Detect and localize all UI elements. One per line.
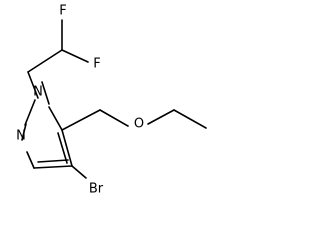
bond-c4-br (71, 165, 87, 179)
bond-c3-c4 (33, 165, 73, 169)
atom-o: O (134, 117, 144, 132)
bond-n1-n2 (24, 99, 36, 126)
bond-ch2-ch3 (173, 109, 207, 129)
bond-n2-c3 (26, 151, 35, 169)
atom-f-right: F (93, 57, 100, 72)
bond-c4-c5 (61, 129, 73, 167)
bond-chf2-f-right (61, 49, 89, 63)
bond-n1-c1 (48, 106, 63, 131)
bond-c5-ch2 (61, 109, 101, 131)
bond-o-ch2 (147, 109, 175, 125)
atom-f-top: F (59, 4, 66, 19)
bond-n2-c5-side (21, 123, 27, 141)
bond-ch2-chf2 (27, 49, 63, 73)
atom-br: Br (89, 182, 104, 197)
bond-c3-c4-double (37, 159, 69, 163)
bond-n1-c5 (41, 81, 50, 105)
atom-n2: N (16, 129, 26, 144)
bond-n1-ch2 (27, 71, 39, 99)
bond-c4-c5-double (57, 132, 68, 164)
molecule-structure-diagram: F F N N O Br (16, 4, 207, 197)
bond-ch2-o (99, 109, 129, 127)
atom-n1: N (33, 85, 43, 100)
